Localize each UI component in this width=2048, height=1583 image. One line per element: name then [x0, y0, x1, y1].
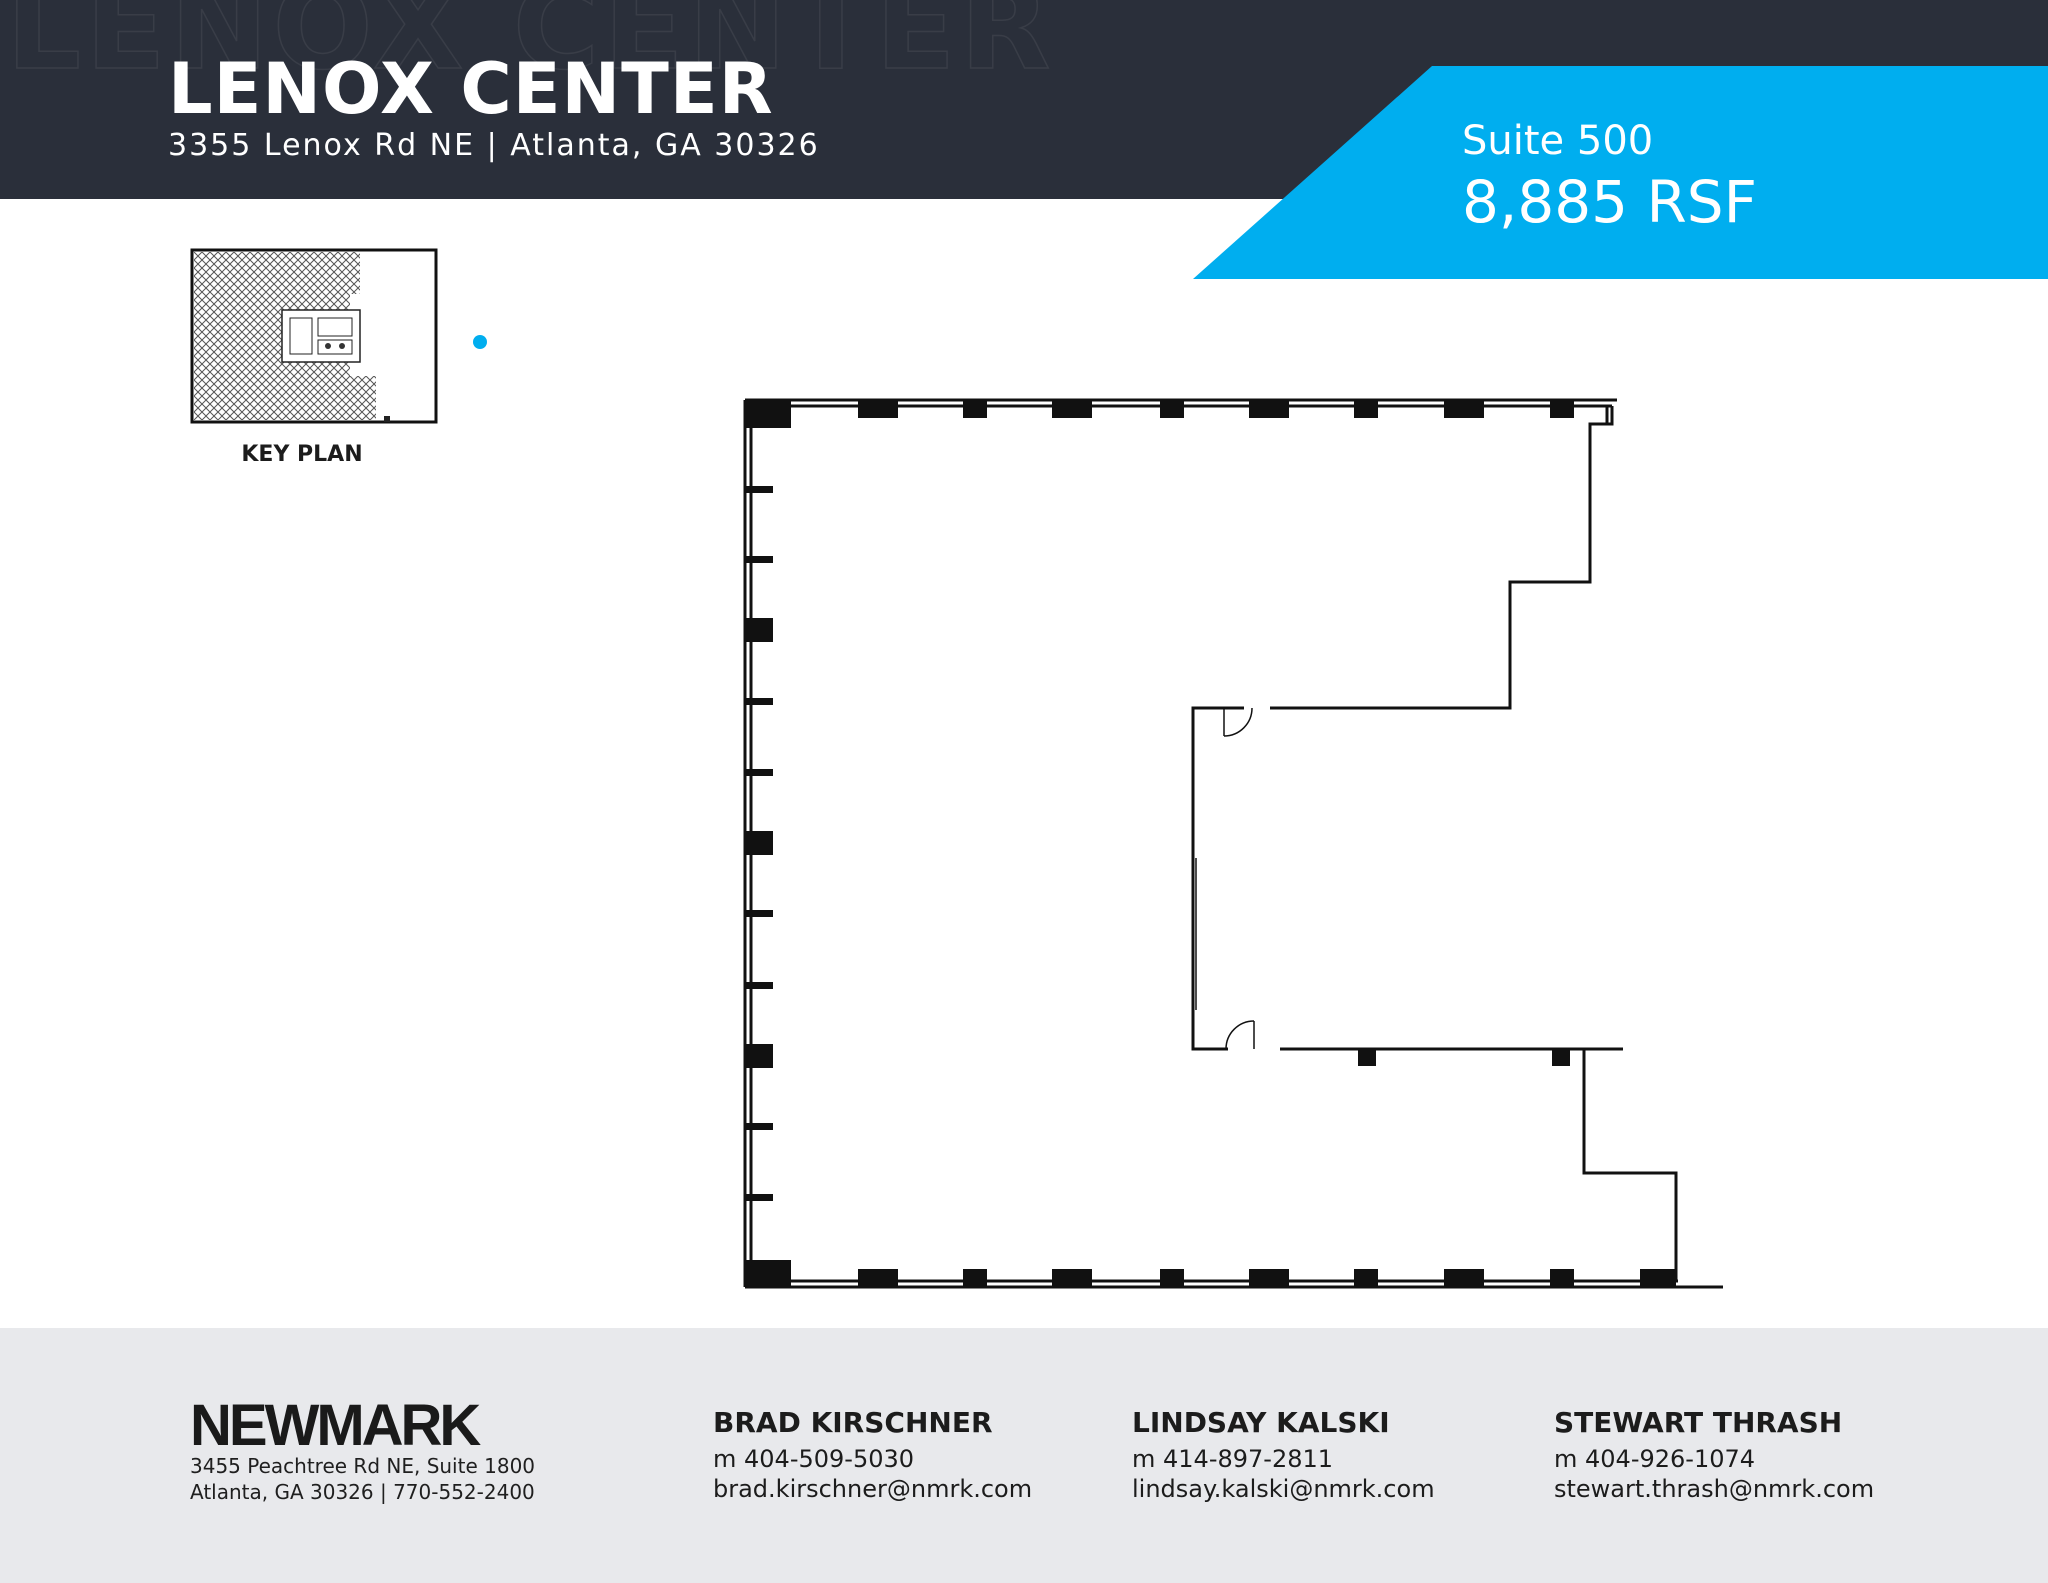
contact-email[interactable]: stewart.thrash@nmrk.com: [1554, 1475, 1875, 1503]
contact-name: STEWART THRASH: [1554, 1406, 1843, 1439]
key-plan-label: KEY PLAN: [241, 442, 363, 467]
building-title: LENOX CENTER: [168, 48, 774, 130]
contact-email[interactable]: brad.kirschner@nmrk.com: [713, 1475, 1033, 1503]
contact-card: LINDSAY KALSKI m 414-897-2811 lindsay.ka…: [1132, 1406, 1435, 1503]
contact-email[interactable]: lindsay.kalski@nmrk.com: [1132, 1475, 1435, 1503]
contact-name: BRAD KIRSCHNER: [713, 1406, 993, 1439]
footer: NEWMARK 3455 Peachtree Rd NE, Suite 1800…: [0, 1328, 2048, 1583]
leader-dot-icon: [473, 335, 487, 349]
office-address-line1: 3455 Peachtree Rd NE, Suite 1800: [190, 1454, 536, 1478]
office-address-line2: Atlanta, GA 30326 | 770-552-2400: [190, 1480, 535, 1504]
contact-card: BRAD KIRSCHNER m 404-509-5030 brad.kirsc…: [713, 1406, 1032, 1503]
building-address: 3355 Lenox Rd NE | Atlanta, GA 30326: [168, 128, 820, 163]
newmark-logo: NEWMARK: [190, 1393, 481, 1458]
contact-phone[interactable]: m 404-926-1074: [1554, 1445, 1756, 1473]
contact-phone[interactable]: m 414-897-2811: [1132, 1445, 1334, 1473]
contact-card: STEWART THRASH m 404-926-1074 stewart.th…: [1554, 1406, 1874, 1503]
suite-number: Suite 500: [1462, 118, 1654, 164]
contact-phone[interactable]: m 404-509-5030: [713, 1445, 915, 1473]
suite-banner: [1193, 66, 2048, 279]
watermark-title: LENOX CENTER: [5, 0, 1055, 97]
contact-name: LINDSAY KALSKI: [1132, 1406, 1390, 1439]
suite-area: 8,885 RSF: [1462, 168, 1757, 236]
key-plan-image: [190, 248, 438, 424]
